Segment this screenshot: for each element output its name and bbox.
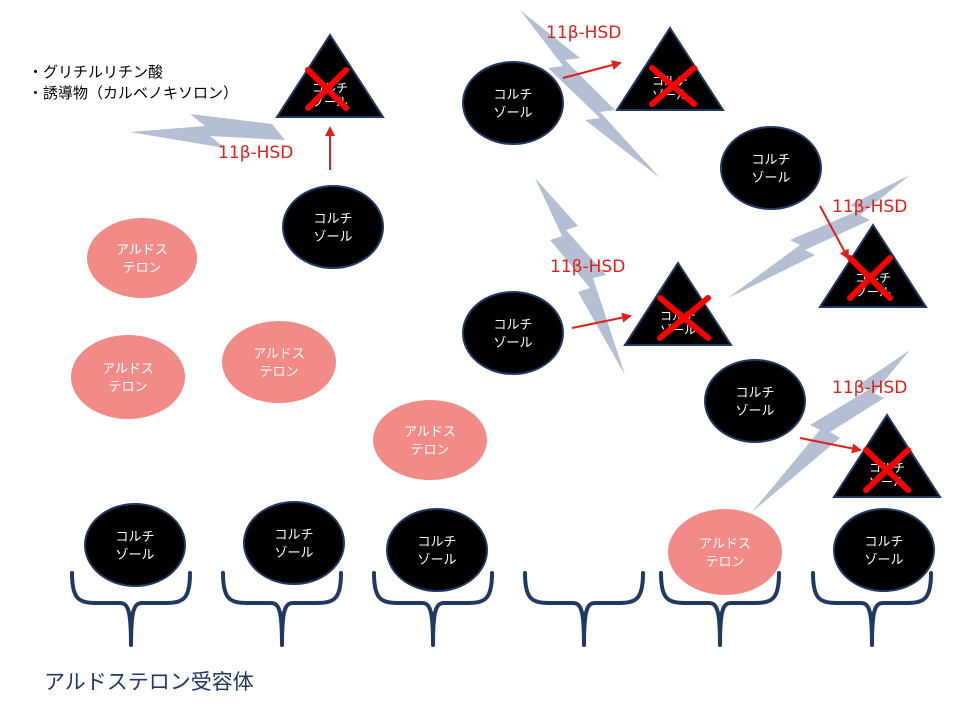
aldosterone-molecule: [71, 335, 185, 419]
lightning-bolt-icon: [130, 114, 285, 148]
cortisol-label: ゾール: [417, 553, 456, 568]
aldosterone-label: アルドス: [253, 347, 305, 362]
cortisol-label: コルチ: [493, 88, 532, 103]
cortisol-label: ゾール: [493, 336, 532, 351]
cortisol-label: ゾール: [864, 553, 903, 568]
conversion-arrow: [562, 60, 622, 79]
inactive-metabolite-triangle: [818, 223, 928, 308]
receptor-bracket-icon: [221, 571, 343, 647]
red-cross-icon: [847, 255, 893, 301]
cortisol-label: ゾール: [115, 548, 154, 563]
red-cross-icon: [649, 65, 697, 107]
cortisol-molecule: [462, 61, 564, 145]
aldosterone-label: アルドス: [116, 243, 168, 258]
receptor-bracket-icon: [659, 571, 781, 647]
enzyme-label: 11β-HSD: [550, 257, 625, 277]
conversion-arrow: [799, 437, 862, 454]
cortisol-molecule: [720, 126, 822, 210]
cortisol-label: コルチ: [313, 212, 352, 227]
cortisol-molecule: [833, 508, 935, 592]
cortisol-label: ゾール: [751, 171, 790, 186]
cortisol-label: ゾール: [735, 404, 774, 419]
lightning-bolt-icon: [752, 350, 910, 512]
notes-list: ・グリチルリチン酸 ・誘導物（カルベノキソロン）: [28, 62, 238, 104]
lightning-bolt-icon: [520, 10, 660, 178]
lightning-bolt-icon: [535, 178, 625, 375]
aldosterone-molecule: [668, 509, 782, 595]
aldosterone-molecule: [87, 218, 197, 298]
red-cross-icon: [657, 295, 711, 341]
conversion-arrow: [571, 312, 632, 329]
inactive-metabolite-triangle: [832, 413, 942, 498]
aldosterone-label: アルドス: [102, 362, 154, 377]
cortisol-molecule: [282, 185, 384, 269]
receptor-bracket-icon: [811, 571, 933, 647]
cortisol-label: ゾール: [313, 230, 352, 245]
aldosterone-label: テロン: [108, 380, 147, 395]
cortisol-label: ゾール: [493, 106, 532, 121]
receptor-bracket-icon: [70, 571, 192, 647]
aldosterone-molecule: [373, 400, 487, 480]
note-item: ・誘導物（カルベノキソロン）: [28, 84, 239, 102]
red-cross-icon: [863, 447, 911, 493]
aldosterone-label: アルドス: [404, 425, 456, 440]
cortisol-label: ゾール: [274, 546, 313, 561]
aldosterone-molecule: [222, 321, 336, 403]
conversion-arrow: [819, 205, 849, 260]
enzyme-label: 11β-HSD: [832, 378, 907, 398]
cortisol-molecule: [462, 291, 564, 375]
cortisol-label: コルチ: [493, 318, 532, 333]
inactive-metabolite-triangle: [275, 33, 385, 118]
note-item: ・グリチルリチン酸: [28, 63, 164, 81]
receptor-bracket-icon: [523, 571, 645, 647]
cortisol-label: コルチ: [417, 535, 456, 550]
cortisol-molecule: [704, 359, 806, 443]
receptor-label: アルドステロン受容体: [44, 670, 254, 694]
cortisol-label: コルチ: [115, 530, 154, 545]
aldosterone-label: テロン: [259, 365, 298, 380]
cortisol-molecule: [243, 501, 345, 585]
aldosterone-label: テロン: [410, 443, 449, 458]
cortisol-molecule: [84, 503, 186, 587]
enzyme-label: 11β-HSD: [218, 143, 293, 163]
aldosterone-label: テロン: [705, 555, 744, 570]
cortisol-label: コルチ: [274, 528, 313, 543]
cortisol-label: コルチ: [864, 535, 903, 550]
red-cross-icon: [305, 67, 349, 111]
aldosterone-label: テロン: [122, 261, 161, 276]
cortisol-label: コルチ: [751, 153, 790, 168]
aldosterone-label: アルドス: [699, 537, 751, 552]
enzyme-label: 11β-HSD: [546, 23, 621, 43]
lightning-bolt-icon: [728, 175, 910, 298]
enzyme-label: 11β-HSD: [832, 197, 907, 217]
cortisol-molecule: [386, 508, 488, 592]
cortisol-label: コルチ: [735, 386, 774, 401]
receptor-bracket-icon: [372, 571, 494, 647]
